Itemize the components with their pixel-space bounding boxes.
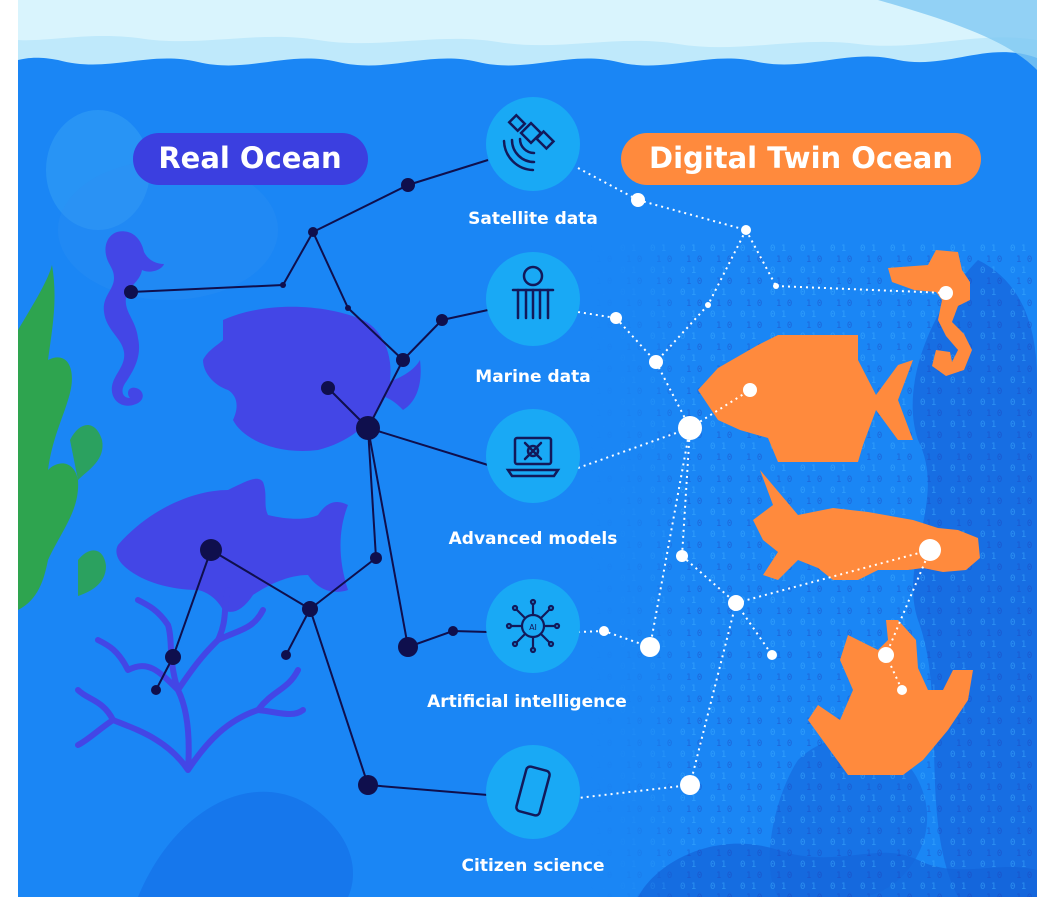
buoy-icon [511,265,555,320]
digital-twin-ocean-title: Digital Twin Ocean [649,141,953,175]
infographic-canvas: 0 1 1 0 [18,0,1037,897]
smartphone-icon [515,765,551,817]
seahorse-real-icon [103,231,164,406]
seaweed-illustration [18,265,106,610]
svg-text:AI: AI [529,623,537,632]
satellite-data-label: Satellite data [468,209,598,229]
digital-network [577,167,947,799]
real-network-nodes [124,178,458,795]
fish-real-icon [116,478,348,612]
fish-digital-icon [698,335,913,462]
source-marine: Marine data [475,252,591,387]
coral-real-icon [75,587,306,773]
digital-twin-ocean-badge: Digital Twin Ocean [621,133,981,185]
angelfish-real-icon [203,306,421,451]
source-satellite: Satellite data [468,97,598,229]
artificial-intelligence-label: Artificial intelligence [427,692,627,712]
advanced-models-label: Advanced models [449,529,618,549]
satellite-icon [502,113,556,172]
real-creatures [75,231,421,773]
ai-chip-icon: AI [505,598,561,654]
marine-data-label: Marine data [475,367,590,387]
source-models: Advanced models [449,409,618,549]
source-ai: AI Artificial intelligence [427,579,627,712]
source-citizen: Citizen science [462,745,605,876]
citizen-science-label: Citizen science [462,856,605,876]
real-ocean-badge: Real Ocean [133,133,368,185]
seahorse-digital-icon [888,250,972,376]
digital-network-nodes [599,193,953,795]
real-ocean-title: Real Ocean [158,141,341,175]
laptop-model-icon [505,436,561,478]
coral-digital-icon [808,620,973,775]
